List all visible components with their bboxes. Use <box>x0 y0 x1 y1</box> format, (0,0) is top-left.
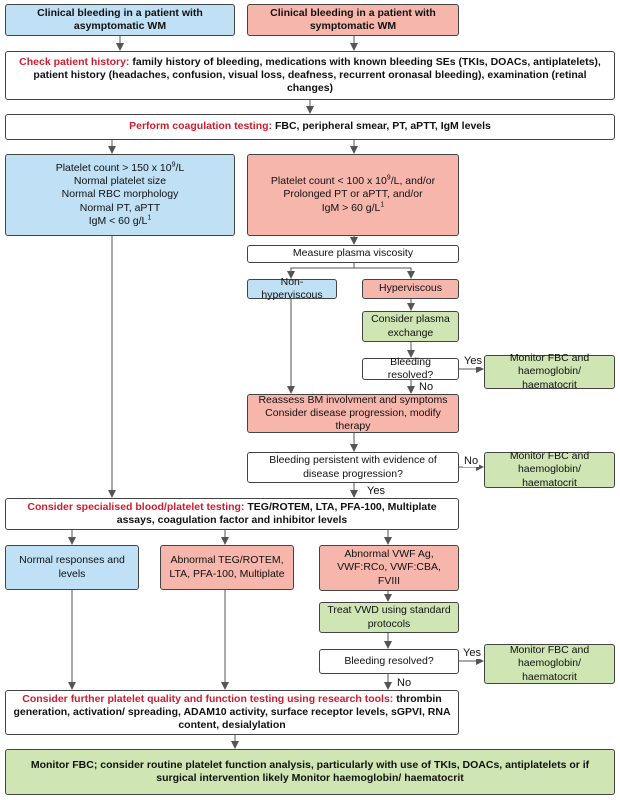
treat-vwd-text: Treat VWD using standard protocols <box>327 604 451 630</box>
reassess-box: Reassess BM involvment and symptoms Cons… <box>247 394 459 433</box>
no-label-2: No <box>463 455 480 467</box>
arrow-visc-nonhyper <box>287 263 355 279</box>
plasma-exchange-text: Consider plasma exchange <box>371 313 450 339</box>
nonhyper-box: Non-hyperviscous <box>247 275 337 301</box>
coag-heading: Perform coagulation testing: <box>129 120 273 133</box>
no-label-3: No <box>396 677 413 689</box>
further-body: thrombin generation, activation/ spreadi… <box>13 692 451 732</box>
persistent-box: Bleeding persistent with evidence of dis… <box>247 452 459 483</box>
abnormal-vwf-box: Abnormal VWF Ag, VWF:RCo, VWF:CBA, FVIII <box>319 545 459 591</box>
normal-line-1: Platelet count > 150 x 109/L <box>55 161 185 175</box>
normal-line-5: IgM < 60 g/L1 <box>88 214 152 227</box>
symptomatic-box: Clinical bleeding in a patient with symp… <box>247 4 459 36</box>
normal-results-box: Platelet count > 150 x 109/L Normal plat… <box>5 154 235 236</box>
normal-line-3: Normal RBC morphology <box>61 188 179 201</box>
abnormal-line-2: Prolonged PT or aPTT, and/or <box>283 188 423 201</box>
bleeding-resolved-1-box: Bleeding resolved? <box>362 355 459 381</box>
monitor-3-box: Monitor FBC and haemoglobin/ haematocrit <box>484 644 615 684</box>
monitor-1-text: Monitor FBC and haemoglobin/ haematocrit <box>509 352 590 391</box>
normal-responses-box: Normal responses and levels <box>5 545 139 590</box>
specialised-testing-box: Consider specialised blood/platelet test… <box>5 498 459 530</box>
symptomatic-text: Clinical bleeding in a patient with symp… <box>270 6 436 32</box>
normal-responses-text: Normal responses and levels <box>19 554 125 580</box>
abnormal-teg-text: Abnormal TEG/ROTEM, LTA, PFA-100, Multip… <box>169 554 285 580</box>
coag-testing-box: Perform coagulation testing: FBC, periph… <box>5 114 615 140</box>
coag-body: FBC, peripheral smear, PT, aPTT, IgM lev… <box>272 120 491 133</box>
monitor-2-text: Monitor FBC and haemoglobin/ haematocrit <box>509 450 590 489</box>
abnormal-line-1: Platelet count < 100 x 109/L, and/or <box>270 174 436 188</box>
abnormal-line-3: IgM > 60 g/L1 <box>321 201 385 214</box>
viscosity-text: Measure plasma viscosity <box>292 247 414 260</box>
viscosity-box: Measure plasma viscosity <box>247 245 459 263</box>
asymptomatic-box: Clinical bleeding in a patient with asym… <box>5 4 235 36</box>
arrow-visc-hyper <box>354 267 415 279</box>
persistent-text: Bleeding persistent with evidence of dis… <box>269 454 437 480</box>
history-body: family history of bleeding, medications … <box>33 55 601 95</box>
patient-history-box: Check patient history: family history of… <box>5 51 615 100</box>
reassess-text: Reassess BM involvment and symptoms Cons… <box>258 393 448 433</box>
yes-label-2: Yes <box>366 485 386 497</box>
abnormal-results-box: Platelet count < 100 x 109/L, and/or Pro… <box>247 154 459 236</box>
specialised-heading: Consider specialised blood/platelet test… <box>27 500 245 513</box>
further-heading: Consider further platelet quality and fu… <box>22 692 394 705</box>
treat-vwd-box: Treat VWD using standard protocols <box>319 602 459 633</box>
bleeding-resolved-2-box: Bleeding resolved? <box>319 649 459 674</box>
hyper-text: Hyperviscous <box>378 282 443 295</box>
no-label-1: No <box>418 381 435 393</box>
monitor-3-text: Monitor FBC and haemoglobin/ haematocrit <box>509 644 590 683</box>
monitor-2-box: Monitor FBC and haemoglobin/ haematocrit <box>484 450 615 489</box>
bleeding-resolved-1-text: Bleeding resolved? <box>387 355 434 381</box>
nonhyper-text: Non-hyperviscous <box>261 275 323 301</box>
further-testing-box: Consider further platelet quality and fu… <box>5 690 459 735</box>
monitor-1-box: Monitor FBC and haemoglobin/ haematocrit <box>484 352 615 391</box>
history-heading: Check patient history: <box>19 55 130 68</box>
normal-line-2: Normal platelet size <box>73 175 167 188</box>
hyper-box: Hyperviscous <box>362 279 459 299</box>
final-monitor-text: Monitor FBC; consider routine platelet f… <box>30 758 590 784</box>
yes-label-1: Yes <box>463 355 483 367</box>
plasma-exchange-box: Consider plasma exchange <box>362 311 459 342</box>
abnormal-vwf-text: Abnormal VWF Ag, VWF:RCo, VWF:CBA, FVIII <box>337 548 441 587</box>
bleeding-resolved-2-text: Bleeding resolved? <box>344 654 434 667</box>
normal-line-4: Normal PT, aPTT <box>79 201 161 214</box>
specialised-body: TEG/ROTEM, LTA, PFA-100, Multiplate assa… <box>116 500 437 526</box>
asymptomatic-text: Clinical bleeding in a patient with asym… <box>37 6 203 32</box>
final-monitor-box: Monitor FBC; consider routine platelet f… <box>5 749 615 795</box>
abnormal-teg-box: Abnormal TEG/ROTEM, LTA, PFA-100, Multip… <box>160 545 294 590</box>
yes-label-3: Yes <box>462 647 482 659</box>
